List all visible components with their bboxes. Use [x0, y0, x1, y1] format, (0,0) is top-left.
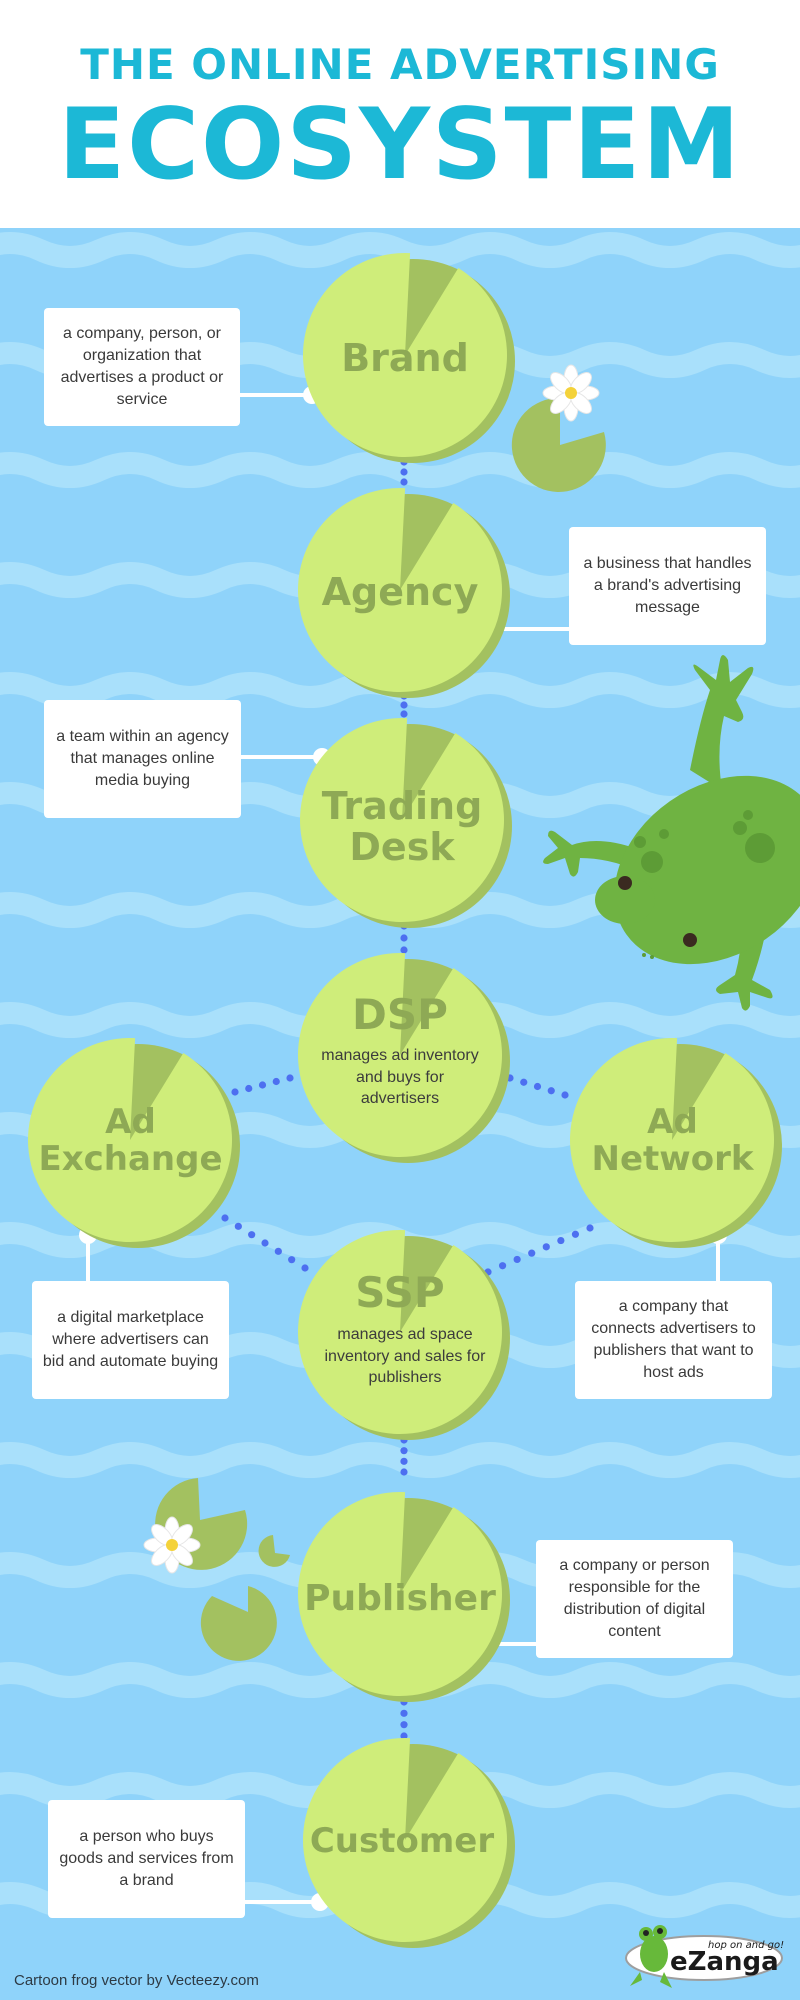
water-wave [0, 232, 800, 268]
description-box-agency: a business that handles a brand's advert… [569, 527, 766, 645]
connector-dot [234, 1222, 242, 1230]
node-label-agency: Agency [321, 570, 479, 614]
connector-dot [400, 1447, 408, 1455]
water-wave [0, 452, 800, 488]
connector-dot [272, 1077, 280, 1086]
connector-dot [400, 478, 408, 486]
connector-dot [245, 1084, 253, 1093]
node-desc-dsp: manages ad inventory and buys for advert… [321, 1047, 479, 1108]
lily-pad-node-brand [302, 253, 515, 463]
node-label-publisher: Publisher [304, 1578, 496, 1619]
connector-dot [288, 1256, 296, 1264]
image-credit: Cartoon frog vector by Vecteezy.com [14, 1972, 259, 1989]
connector-dot [400, 1468, 408, 1476]
lily-pad-node-ssp [298, 1230, 510, 1440]
node-label-ad-network: Ad Network [591, 1102, 754, 1179]
connector-dot [400, 946, 408, 954]
connector-dot [547, 1087, 555, 1095]
node-label-brand: Brand [341, 336, 469, 380]
ezanga-logo: eZanga hop on and go! [625, 1925, 784, 1988]
connector-dot [400, 1457, 408, 1465]
node-desc-ssp: manages ad space inventory and sales for… [324, 1326, 486, 1387]
connector-dot [301, 1264, 309, 1272]
lily-pad-node-customer [303, 1738, 515, 1948]
connector-dot [400, 468, 408, 476]
connector-dot [261, 1239, 269, 1247]
water-lily-flower-icon [143, 1516, 201, 1574]
description-box-publisher: a company or person responsible for the … [536, 1540, 733, 1658]
connector-dot [571, 1230, 580, 1238]
water-lily-flower-icon [542, 364, 600, 422]
connector-dot [400, 1709, 408, 1717]
connector-dot [400, 1732, 408, 1740]
connector-dot [586, 1224, 594, 1232]
connector-dot [520, 1078, 528, 1086]
connector-dot [557, 1236, 565, 1245]
connector-dot [561, 1091, 569, 1099]
connector-dot [528, 1249, 536, 1257]
water-wave [0, 1442, 800, 1478]
connector-dot [498, 1262, 507, 1270]
node-label-ssp: SSP [355, 1268, 445, 1317]
connector-dot [542, 1243, 550, 1251]
description-box-customer: a person who buys goods and services fro… [48, 1800, 245, 1918]
node-label-trading-desk: Trading Desk [321, 784, 483, 870]
connector-dot [258, 1081, 267, 1089]
connector-dot [533, 1082, 542, 1091]
node-label-dsp: DSP [352, 990, 448, 1039]
title-line-1: THE ONLINE ADVERTISING [80, 40, 720, 89]
logo-wordmark: eZanga [670, 1947, 779, 1977]
lily-pad-node-ad-network [570, 1038, 782, 1248]
node-label-ad-exchange: Ad Exchange [38, 1102, 223, 1179]
node-label-customer: Customer [309, 1821, 495, 1861]
connector-dot [400, 934, 408, 942]
connector-dot [400, 710, 408, 718]
connector-dot [221, 1214, 229, 1222]
connector-dot [286, 1074, 294, 1082]
description-box-ad-network: a company that connects advertisers to p… [575, 1281, 772, 1399]
lily-pad-node-dsp [298, 953, 510, 1163]
connector-dot [400, 1721, 408, 1729]
connector-dot [274, 1247, 282, 1255]
lily-pad-node-ad-exchange [27, 1038, 240, 1248]
frog-icon [543, 655, 800, 1011]
description-box-ad-exchange: a digital marketplace where advertisers … [32, 1281, 229, 1399]
description-box-trading-desk: a team within an agency that manages onl… [44, 700, 241, 818]
lily-pad-node-publisher [298, 1492, 510, 1702]
connector-dot [248, 1231, 256, 1239]
connector-dot [231, 1088, 239, 1096]
lily-pad-node-trading-desk [300, 718, 512, 928]
header-banner: THE ONLINE ADVERTISING ECOSYSTEM [0, 0, 800, 228]
title-line-2: ECOSYSTEM [58, 88, 742, 202]
connector-dot [400, 701, 408, 709]
lily-pad-icon [511, 397, 606, 492]
logo-tagline: hop on and go! [708, 1940, 784, 1951]
description-box-brand: a company, person, or organization that … [44, 308, 240, 426]
connector-dot [513, 1255, 521, 1264]
lily-pad-node-agency [298, 488, 510, 698]
